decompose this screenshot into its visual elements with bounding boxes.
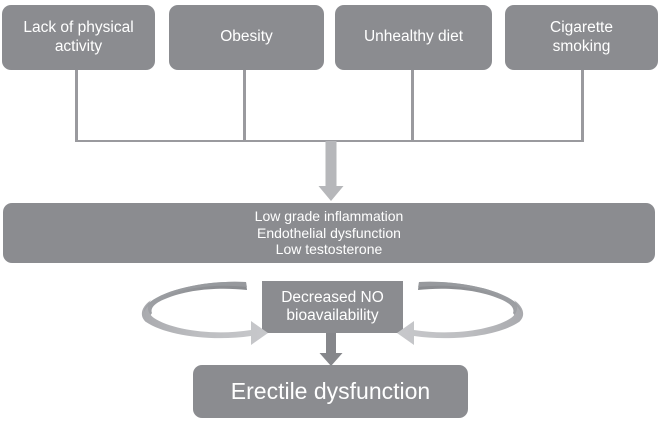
no-label-line-2: bioavailability [286, 307, 379, 324]
arrow-left-feedback-loop [141, 281, 268, 345]
mechanism-box[interactable]: Low grade inflammation Endothelial dysfu… [3, 203, 655, 263]
mechanism-line-2: Endothelial dysfunction [256, 224, 401, 241]
connector-stem-unhealthy-diet [411, 70, 414, 142]
connector-stem-lack-of-physical-activity [75, 70, 78, 142]
connector-stem-cigarette-smoking [581, 70, 584, 142]
risk-box-obesity[interactable]: Obesity [169, 5, 324, 70]
risk-label-obesity: Obesity [220, 28, 273, 46]
risk-label-line-1: Cigarette [550, 19, 613, 37]
risk-box-cigarette-smoking[interactable]: Cigarette smoking [505, 5, 658, 70]
risk-box-lack-of-physical-activity[interactable]: Lack of physical activity [2, 5, 155, 70]
risk-label-line-2: smoking [552, 37, 611, 55]
erectile-dysfunction-box[interactable]: Erectile dysfunction [193, 365, 468, 418]
connector-horizontal-bus [75, 139, 583, 142]
connector-stem-obesity [243, 70, 246, 142]
erectile-dysfunction-label: Erectile dysfunction [230, 377, 431, 404]
risk-label-unhealthy-diet: Unhealthy diet [363, 28, 464, 46]
mechanism-line-1: Low grade inflammation [254, 208, 404, 225]
arrow-risk-to-mechanisms [318, 141, 344, 201]
no-label-line-1: Decreased NO [281, 288, 384, 306]
risk-label-line-2: activity [54, 37, 103, 55]
mechanism-line-3: Low testosterone [275, 241, 383, 258]
risk-label-line-1: Lack of physical [23, 19, 134, 37]
arrow-no-to-erectile-dysfunction [319, 333, 343, 366]
arrow-right-feedback-loop [397, 281, 524, 345]
risk-box-unhealthy-diet[interactable]: Unhealthy diet [335, 5, 492, 70]
no-bioavailability-box[interactable]: Decreased NO bioavailability [262, 281, 403, 333]
